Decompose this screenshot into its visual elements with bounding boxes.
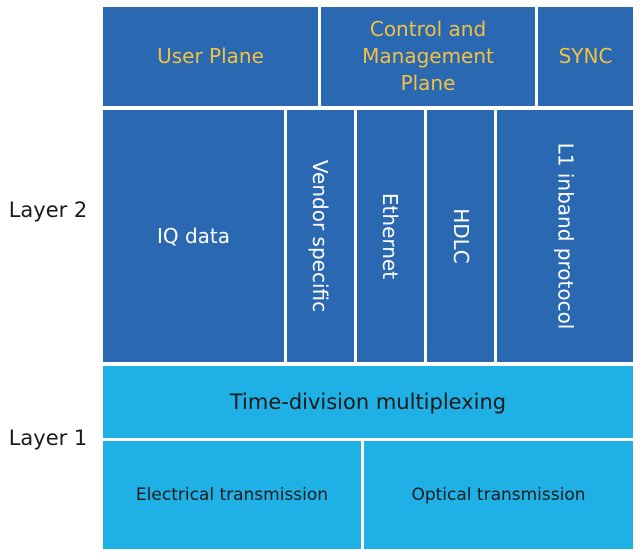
sync-label: SYNC <box>558 44 613 68</box>
tdm-block: Time-division multiplexing <box>103 366 633 438</box>
control-plane-label-line3: Plane <box>400 71 456 95</box>
hdlc-label: HDLC <box>448 208 473 264</box>
hdlc-block: HDLC <box>427 110 494 362</box>
control-plane-label-line2: Management <box>362 44 494 68</box>
iq-data-block: IQ data <box>103 110 284 362</box>
layer-1-label: Layer 1 <box>8 426 88 450</box>
control-plane-label-line1: Control and <box>369 17 487 41</box>
l1-inband-protocol-label: L1 inband protocol <box>553 142 577 330</box>
tdm-label: Time-division multiplexing <box>229 390 507 414</box>
ethernet-block: Ethernet <box>357 110 424 362</box>
vendor-specific-block: Vendor specific <box>287 110 354 362</box>
electrical-transmission-label: Electrical transmission <box>135 485 329 505</box>
sync-block: SYNC <box>538 7 633 106</box>
ethernet-label: Ethernet <box>378 192 403 280</box>
user-plane-label: User Plane <box>157 44 264 68</box>
layer-2-label: Layer 2 <box>8 198 88 222</box>
vendor-specific-label: Vendor specific <box>308 159 333 313</box>
user-plane-block: User Plane <box>103 7 318 106</box>
optical-transmission-label: Optical transmission <box>411 485 586 505</box>
electrical-transmission-block: Electrical transmission <box>103 441 361 549</box>
control-management-plane-block: Control and Management Plane <box>321 7 535 106</box>
iq-data-label: IQ data <box>156 224 231 248</box>
optical-transmission-block: Optical transmission <box>364 441 633 549</box>
l1-inband-protocol-block: L1 inband protocol <box>497 110 633 362</box>
